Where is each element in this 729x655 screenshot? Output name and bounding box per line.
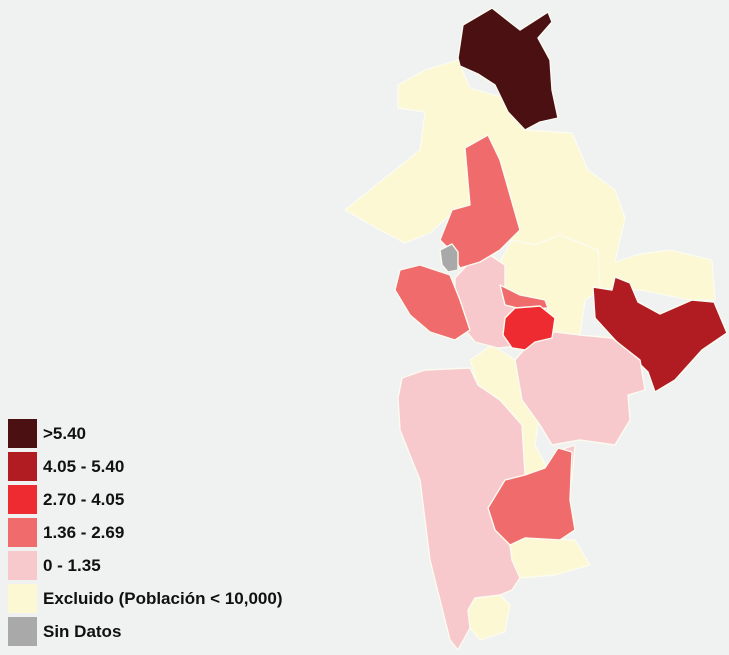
region-south-east[interactable] bbox=[514, 329, 646, 446]
legend-label: 2.70 - 4.05 bbox=[43, 489, 125, 509]
legend-swatch bbox=[8, 452, 37, 481]
region-excluded-tail[interactable] bbox=[467, 594, 511, 641]
legend-swatch bbox=[8, 518, 37, 547]
legend-label: 1.36 - 2.69 bbox=[43, 522, 125, 542]
region-south-band[interactable] bbox=[397, 367, 576, 651]
legend-item: 1.36 - 2.69 bbox=[8, 518, 283, 547]
map-legend: >5.40 4.05 - 5.40 2.70 - 4.05 1.36 - 2.69 0 … bbox=[8, 419, 283, 646]
region-metro-east[interactable] bbox=[499, 284, 549, 311]
legend-swatch bbox=[8, 551, 37, 580]
legend-label: Excluido (Población < 10,000) bbox=[43, 588, 283, 608]
region-excluded-north[interactable] bbox=[344, 59, 716, 301]
legend-label: Sin Datos bbox=[43, 621, 122, 641]
legend-swatch bbox=[8, 584, 37, 613]
region-center-hotspot[interactable] bbox=[502, 305, 556, 351]
legend-swatch bbox=[8, 419, 37, 448]
legend-label: 4.05 - 5.40 bbox=[43, 456, 125, 476]
region-west-mid[interactable] bbox=[394, 264, 471, 341]
legend-label: 0 - 1.35 bbox=[43, 555, 101, 575]
region-north-tip[interactable] bbox=[457, 7, 559, 131]
legend-item: Sin Datos bbox=[8, 617, 283, 646]
legend-item: Excluido (Población < 10,000) bbox=[8, 584, 283, 613]
legend-swatch bbox=[8, 485, 37, 514]
legend-swatch bbox=[8, 617, 37, 646]
region-south-east-mid[interactable] bbox=[487, 447, 576, 546]
region-west-mid-north[interactable] bbox=[439, 134, 521, 269]
legend-item: 0 - 1.35 bbox=[8, 551, 283, 580]
legend-item: >5.40 bbox=[8, 419, 283, 448]
region-excluded-south[interactable] bbox=[509, 537, 591, 579]
legend-label: >5.40 bbox=[43, 423, 87, 443]
legend-item: 4.05 - 5.40 bbox=[8, 452, 283, 481]
region-no-data[interactable] bbox=[439, 243, 459, 273]
legend-item: 2.70 - 4.05 bbox=[8, 485, 283, 514]
